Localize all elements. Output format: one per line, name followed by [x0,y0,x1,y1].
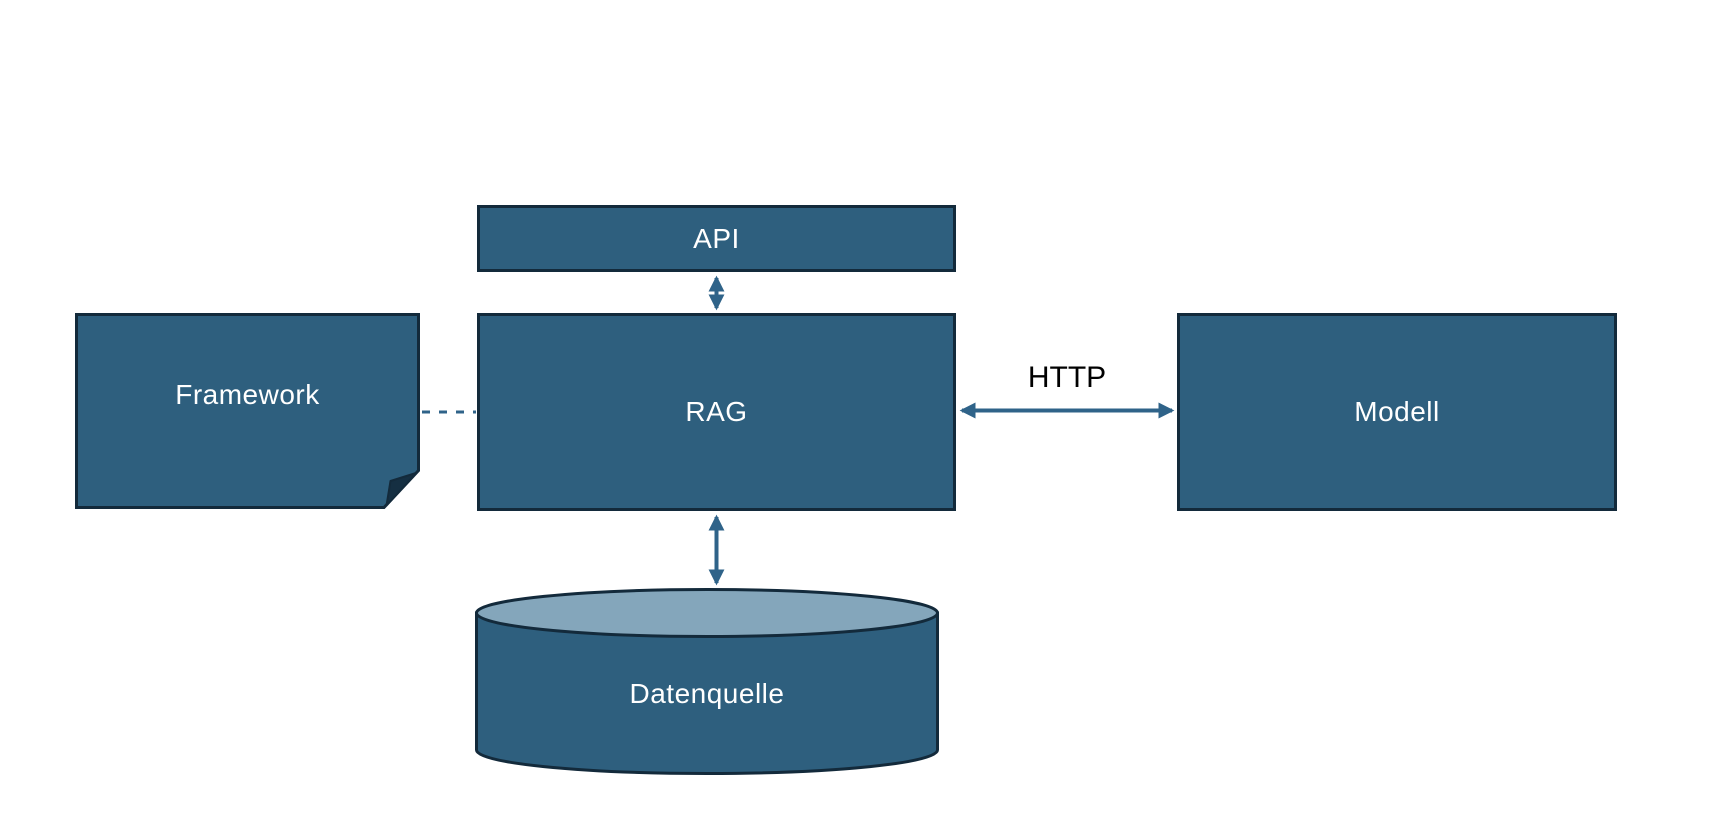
node-framework [75,313,420,509]
framework-note-shape [75,313,420,509]
edge-label-http: HTTP [1027,361,1107,394]
node-modell-label: Modell [1354,396,1440,427]
node-modell: Modell [1177,313,1617,511]
cylinder-body [475,611,939,775]
node-rag-label: RAG [685,396,748,427]
node-datenquelle-label-wrap: Datenquelle [476,637,938,750]
node-api-label: API [693,222,740,254]
framework-folded-corner [385,472,417,507]
node-datenquelle [475,588,939,775]
node-datenquelle-label: Datenquelle [629,677,785,709]
node-rag: RAG [477,313,956,511]
cylinder-top [475,588,939,638]
node-framework-label-wrap: Framework [75,313,420,477]
node-api: API [477,205,956,272]
node-framework-label: Framework [175,379,320,410]
